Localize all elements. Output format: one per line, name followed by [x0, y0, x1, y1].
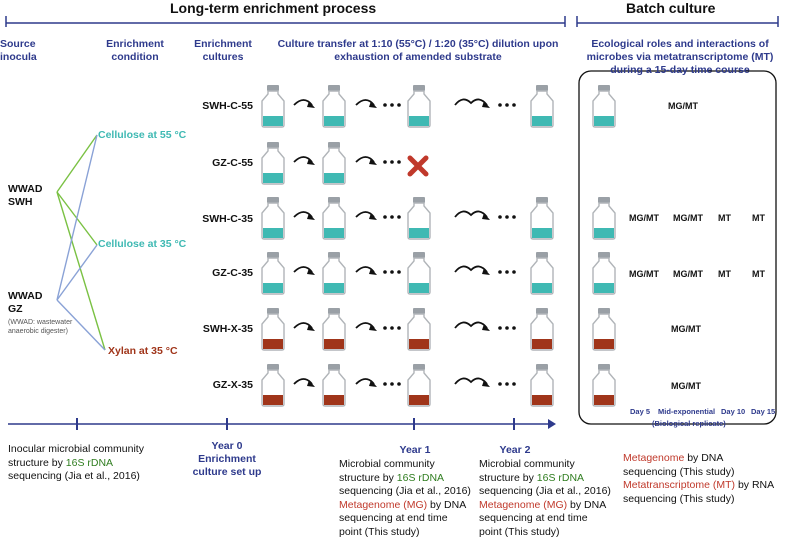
batch-label: MG/MT — [671, 381, 701, 391]
curved-arrow-icon — [355, 322, 377, 331]
batch-label: MG/MT — [629, 269, 659, 279]
ellipsis-icon — [383, 326, 401, 330]
ellipsis-icon — [383, 382, 401, 386]
ellipsis-icon — [383, 215, 401, 219]
note-batch: Metagenome by DNA sequencing (This study… — [623, 452, 775, 505]
bottle-icon — [261, 308, 285, 351]
label-enrichment-condition: Enrichment condition — [106, 38, 164, 63]
bottle-icon — [530, 85, 554, 128]
curved-arrow-icon — [454, 321, 490, 331]
year0-label: Year 0 Enrichment culture set up — [192, 440, 262, 478]
curved-arrow-icon — [293, 211, 315, 220]
curved-arrow-icon — [293, 378, 315, 387]
bottle-icon — [322, 85, 346, 128]
batch-label: MG/MT — [673, 269, 703, 279]
day-15: Day 15 — [751, 407, 776, 416]
curved-arrow-icon — [355, 378, 377, 387]
culture-name: SWH-X-35 — [202, 323, 253, 335]
curved-arrow-icon — [355, 266, 377, 275]
bottle-icon — [261, 142, 285, 185]
note-year1: Microbial community structure by 16S rDN… — [339, 458, 471, 538]
bottle-icon — [261, 85, 285, 128]
culture-name: GZ-C-55 — [212, 157, 253, 169]
day-5: Day 5 — [630, 407, 651, 416]
header-batch: Batch culture — [626, 0, 716, 16]
batch-label: MT — [718, 213, 731, 223]
bottle-icon — [322, 197, 346, 240]
biological-replicate: (Biological replicate) — [652, 419, 726, 428]
batch-label: MT — [718, 269, 731, 279]
curved-arrow-icon — [454, 210, 490, 220]
bottle-icon — [322, 364, 346, 407]
bottle-icon — [261, 364, 285, 407]
batch-label: MG/MT — [668, 101, 698, 111]
bottle-icon — [592, 308, 616, 351]
label-batch-desc: Ecological roles and interactions of mic… — [586, 38, 774, 76]
bottle-icon — [322, 142, 346, 185]
ellipsis-icon — [498, 382, 516, 386]
ellipsis-icon — [498, 326, 516, 330]
bottle-icon — [592, 197, 616, 240]
batch-label: MT — [752, 269, 765, 279]
bottle-icon — [322, 252, 346, 295]
ellipsis-icon — [498, 103, 516, 107]
bottle-icon — [592, 252, 616, 295]
bottle-icon — [592, 85, 616, 128]
curved-arrow-icon — [454, 265, 490, 275]
curved-arrow-icon — [293, 266, 315, 275]
note-year2: Microbial community structure by 16S rDN… — [479, 458, 611, 538]
bottle-icon — [407, 308, 431, 351]
curved-arrow-icon — [355, 99, 377, 108]
curved-arrow-icon — [355, 156, 377, 165]
ellipsis-icon — [383, 160, 401, 164]
ellipsis-icon — [498, 270, 516, 274]
batch-label: MT — [752, 213, 765, 223]
bottle-icon — [407, 364, 431, 407]
source-swh: WWAD SWH — [8, 183, 43, 208]
batch-label: MG/MT — [673, 213, 703, 223]
curved-arrow-icon — [293, 99, 315, 108]
condition-cellulose-35: Cellulose at 35 °C — [98, 238, 187, 250]
curved-arrow-icon — [293, 156, 315, 165]
culture-name: SWH-C-55 — [202, 100, 253, 112]
bottle-icon — [530, 197, 554, 240]
curved-arrow-icon — [454, 98, 490, 108]
day-10: Day 10 — [721, 407, 746, 416]
header-long-term: Long-term enrichment process — [170, 0, 377, 16]
condition-cellulose-55: Cellulose at 55 °C — [98, 129, 187, 141]
culture-name: GZ-X-35 — [212, 379, 253, 391]
bottle-icon — [407, 85, 431, 128]
label-source-inocula: Source inocula — [0, 38, 37, 63]
ellipsis-icon — [498, 215, 516, 219]
batch-label: MG/MT — [629, 213, 659, 223]
label-enrichment-cultures: Enrichment cultures — [194, 38, 252, 63]
bottle-icon — [322, 308, 346, 351]
bottle-icon — [530, 252, 554, 295]
ellipsis-icon — [383, 103, 401, 107]
bottle-icon — [530, 364, 554, 407]
bottle-icon — [530, 308, 554, 351]
bottle-icon — [261, 252, 285, 295]
note-inocular: Inocular microbial community structure b… — [8, 443, 144, 482]
year1-label: Year 1 — [399, 444, 431, 456]
bottle-icon — [261, 197, 285, 240]
day-mid: Mid-exponential — [658, 407, 716, 416]
curved-arrow-icon — [355, 211, 377, 220]
bottle-icon — [592, 364, 616, 407]
ellipsis-icon — [383, 270, 401, 274]
year2-label: Year 2 — [499, 444, 531, 456]
bottle-icon — [407, 252, 431, 295]
batch-label: MG/MT — [671, 324, 701, 334]
condition-xylan-35: Xylan at 35 °C — [108, 345, 178, 357]
curved-arrow-icon — [454, 377, 490, 387]
bottle-icon — [407, 197, 431, 240]
source-gz-note: (WWAD: wastewater anaerobic digester) — [8, 319, 73, 335]
curved-arrow-icon — [293, 322, 315, 331]
source-gz: WWAD GZ — [8, 290, 43, 315]
label-culture-transfer: Culture transfer at 1:10 (55°C) / 1:20 (… — [277, 38, 559, 63]
culture-name: GZ-C-35 — [212, 267, 253, 279]
cross-icon — [407, 155, 429, 177]
culture-name: SWH-C-35 — [202, 213, 253, 225]
